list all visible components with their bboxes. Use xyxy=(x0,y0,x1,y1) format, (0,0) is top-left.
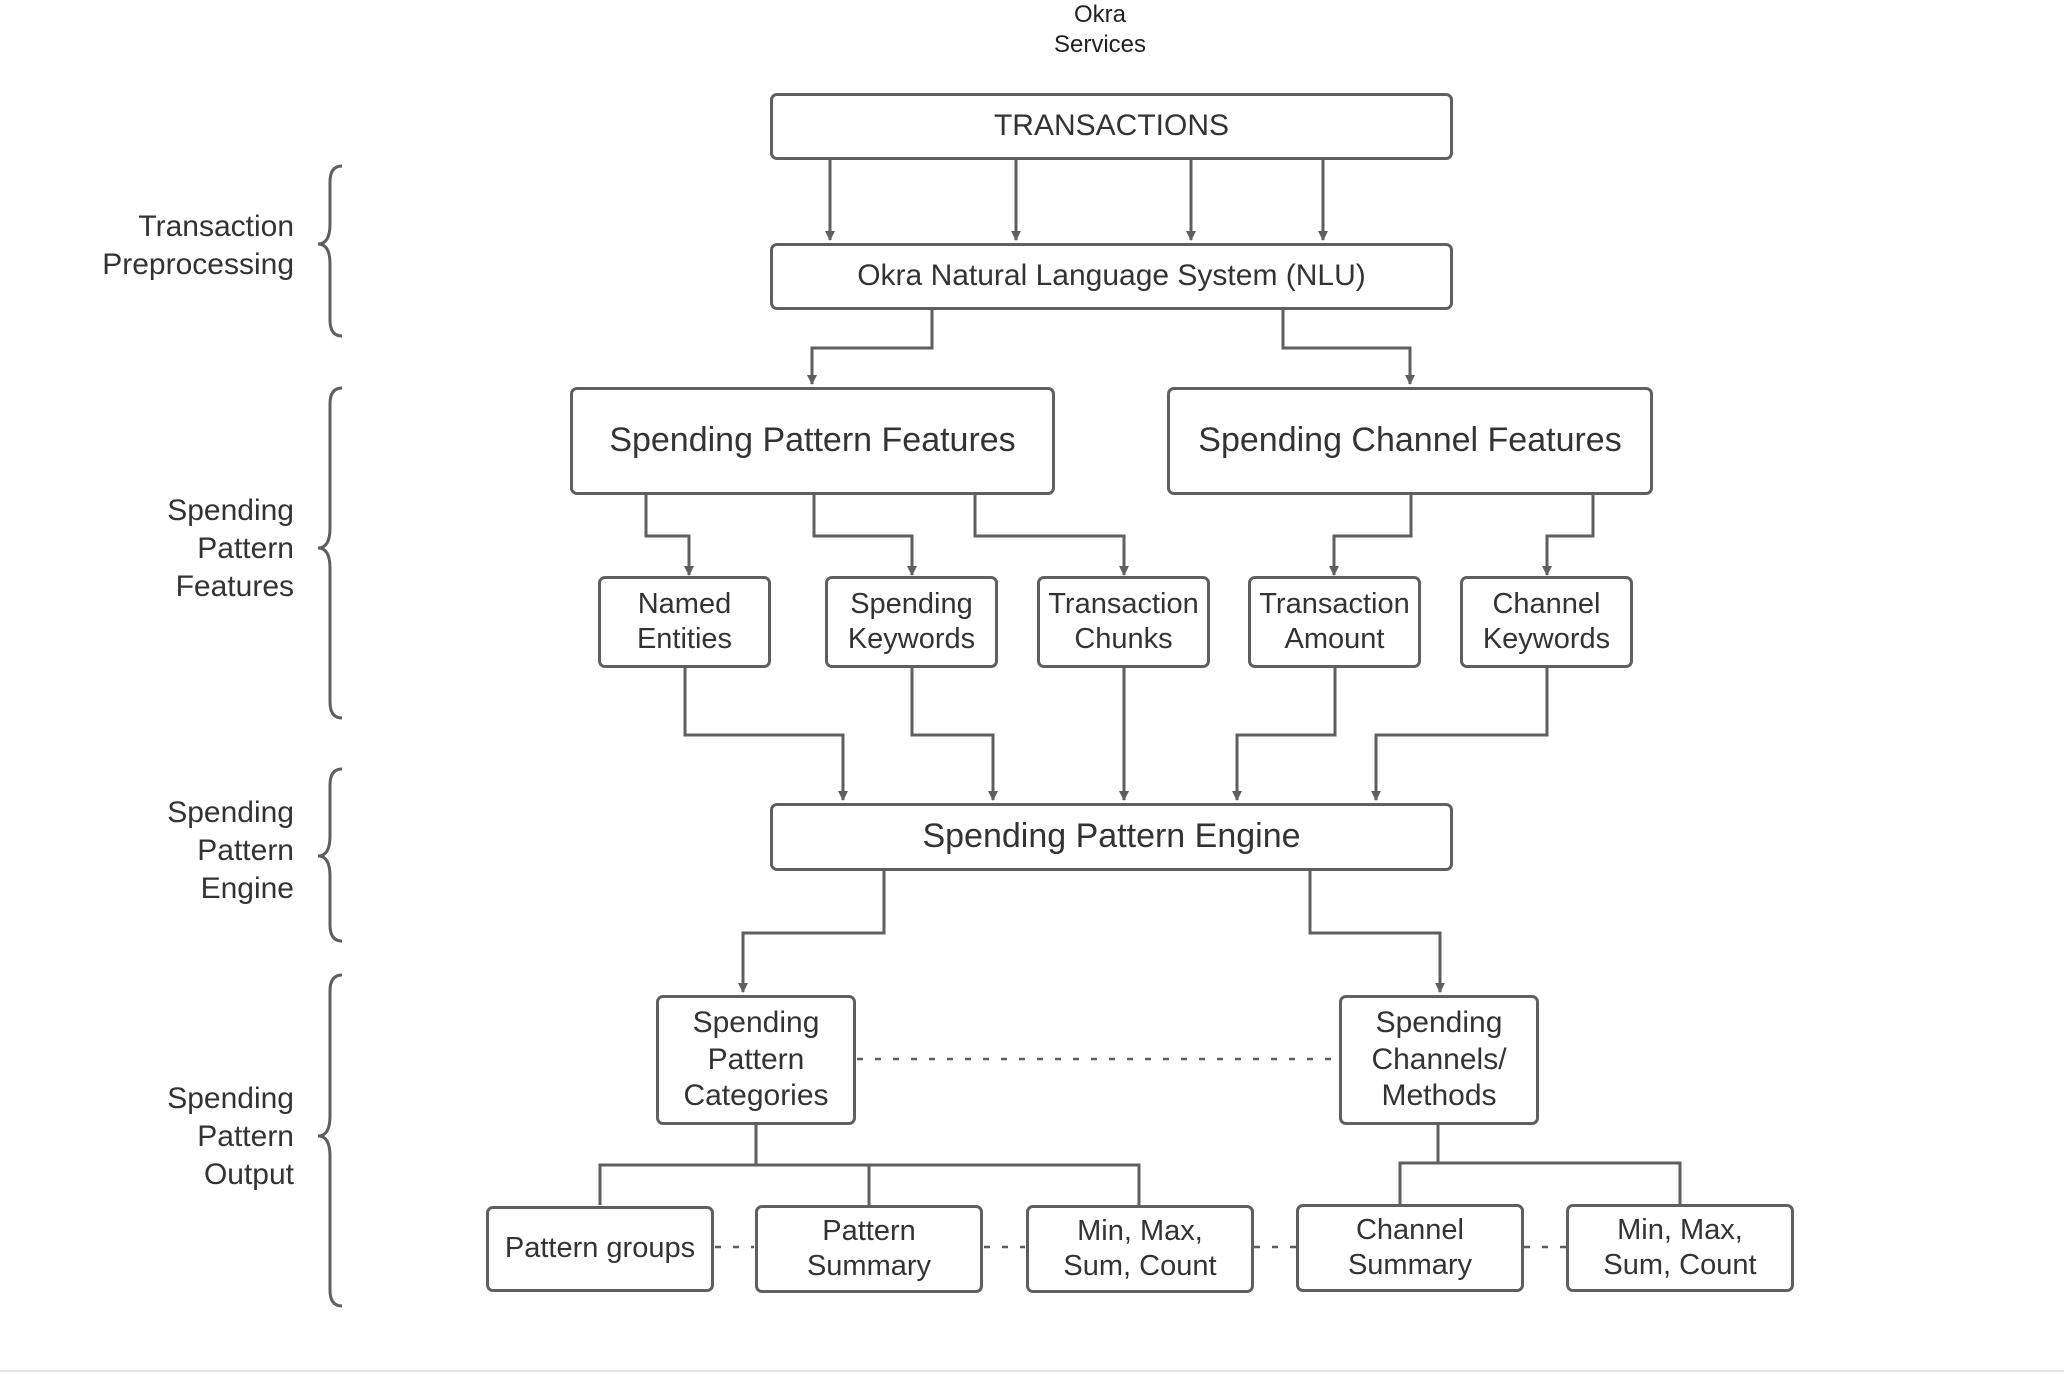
arrow-spending-keywords-engine xyxy=(910,668,998,801)
line-categories-leaves xyxy=(598,1125,1141,1205)
transaction-chunks-node: Transaction Chunks xyxy=(1037,576,1210,668)
section-label-features: Spending Pattern Features xyxy=(167,494,294,603)
line-channels-leaves xyxy=(1398,1125,1682,1205)
pattern-categories-node: Spending Pattern Categories xyxy=(656,995,856,1125)
arrow-nlu-channel-features xyxy=(1281,310,1415,385)
arrow-channel-keywords-engine xyxy=(1371,668,1549,801)
section-label-output: Spending Pattern Output xyxy=(167,1082,294,1191)
brace-features xyxy=(317,386,343,720)
arrow-to-transaction-amount xyxy=(1329,495,1413,576)
min-max-sum-count-node-2: Min, Max, Sum, Count xyxy=(1566,1204,1794,1292)
channels-methods-node: Spending Channels/ Methods xyxy=(1339,995,1539,1125)
named-entities-node: Named Entities xyxy=(598,576,771,668)
arrow-engine-categories xyxy=(738,871,886,993)
nlu-node: Okra Natural Language System (NLU) xyxy=(770,243,1453,310)
pattern-features-node: Spending Pattern Features xyxy=(570,387,1055,495)
spending-keywords-node: Spending Keywords xyxy=(825,576,998,668)
brace-output xyxy=(317,973,343,1308)
arrow-to-spending-keywords xyxy=(812,495,917,576)
engine-node: Spending Pattern Engine xyxy=(770,803,1453,871)
min-max-sum-count-node-1: Min, Max, Sum, Count xyxy=(1026,1205,1254,1293)
bottom-divider xyxy=(0,1370,2064,1372)
diagram-title: Okra Services xyxy=(1053,1,1147,58)
section-label-preprocessing: Transaction Preprocessing xyxy=(102,210,294,281)
brace-engine xyxy=(317,767,343,943)
arrow-named-entities-engine xyxy=(683,668,848,801)
arrow-nlu-pattern-features xyxy=(807,310,934,385)
channel-features-node: Spending Channel Features xyxy=(1167,387,1653,495)
transaction-amount-node: Transaction Amount xyxy=(1248,576,1421,668)
pattern-groups-node: Pattern groups xyxy=(486,1206,714,1292)
pattern-summary-node: Pattern Summary xyxy=(755,1205,983,1293)
section-label-engine: Spending Pattern Engine xyxy=(167,796,294,905)
arrow-to-channel-keywords xyxy=(1542,495,1595,576)
arrow-engine-channels xyxy=(1308,871,1445,993)
channel-summary-node: Channel Summary xyxy=(1296,1204,1524,1292)
transactions-node: TRANSACTIONS xyxy=(770,93,1453,160)
arrow-to-transaction-chunks xyxy=(973,495,1129,576)
arrow-to-named-entities xyxy=(644,495,694,576)
brace-preprocessing xyxy=(317,164,343,338)
channel-keywords-node: Channel Keywords xyxy=(1460,576,1633,668)
arrow-transaction-amount-engine xyxy=(1232,668,1337,801)
